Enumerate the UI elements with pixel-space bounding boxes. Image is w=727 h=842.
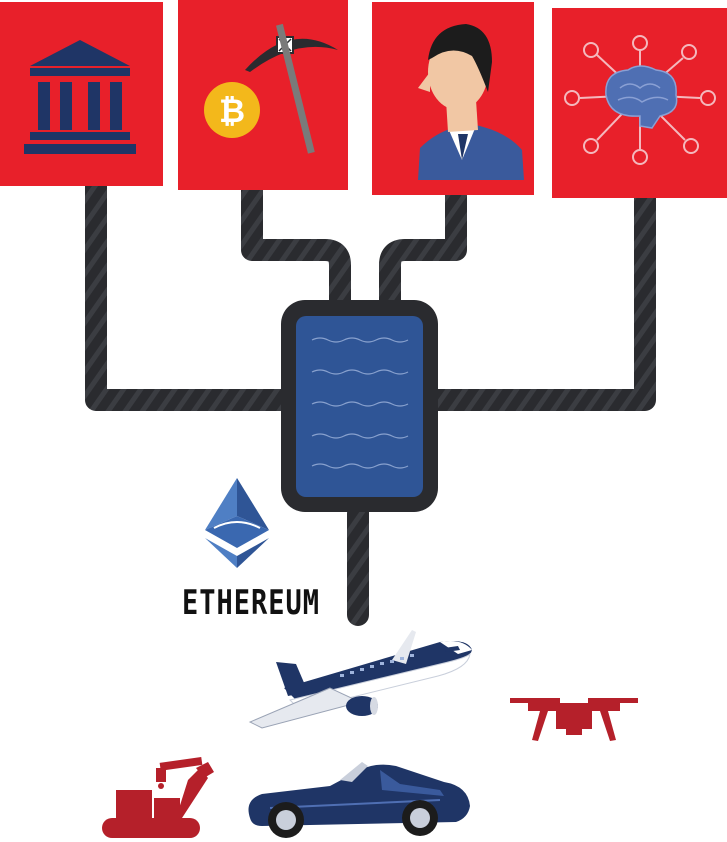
bitcoin-coin-icon xyxy=(204,82,260,138)
svg-text:₿: ₿ xyxy=(219,92,245,130)
person-icon xyxy=(418,24,524,180)
person-panel xyxy=(372,2,534,195)
mining-panel: ₿ xyxy=(178,0,348,190)
sports-car-icon xyxy=(248,762,470,838)
pipe-mining xyxy=(241,169,351,311)
pipe-person xyxy=(379,169,467,311)
ethereum-label: ETHEREUM xyxy=(182,584,321,623)
airplane-icon xyxy=(248,630,472,729)
bank-icon xyxy=(24,40,136,154)
ethereum-tank xyxy=(281,300,438,512)
bitcoin-mining-icon: ₿ xyxy=(204,23,338,154)
bank-panel xyxy=(0,2,163,186)
ethereum-logo-icon xyxy=(205,478,269,568)
pipe-network xyxy=(85,169,656,626)
ai-brain-network-icon xyxy=(564,35,716,165)
tank-water-waves xyxy=(311,337,409,469)
robot-arm-icon xyxy=(102,756,214,838)
pipe-bank xyxy=(85,169,296,411)
drone-icon xyxy=(510,698,638,741)
pipe-ai xyxy=(424,174,656,411)
ai-panel xyxy=(552,8,727,198)
